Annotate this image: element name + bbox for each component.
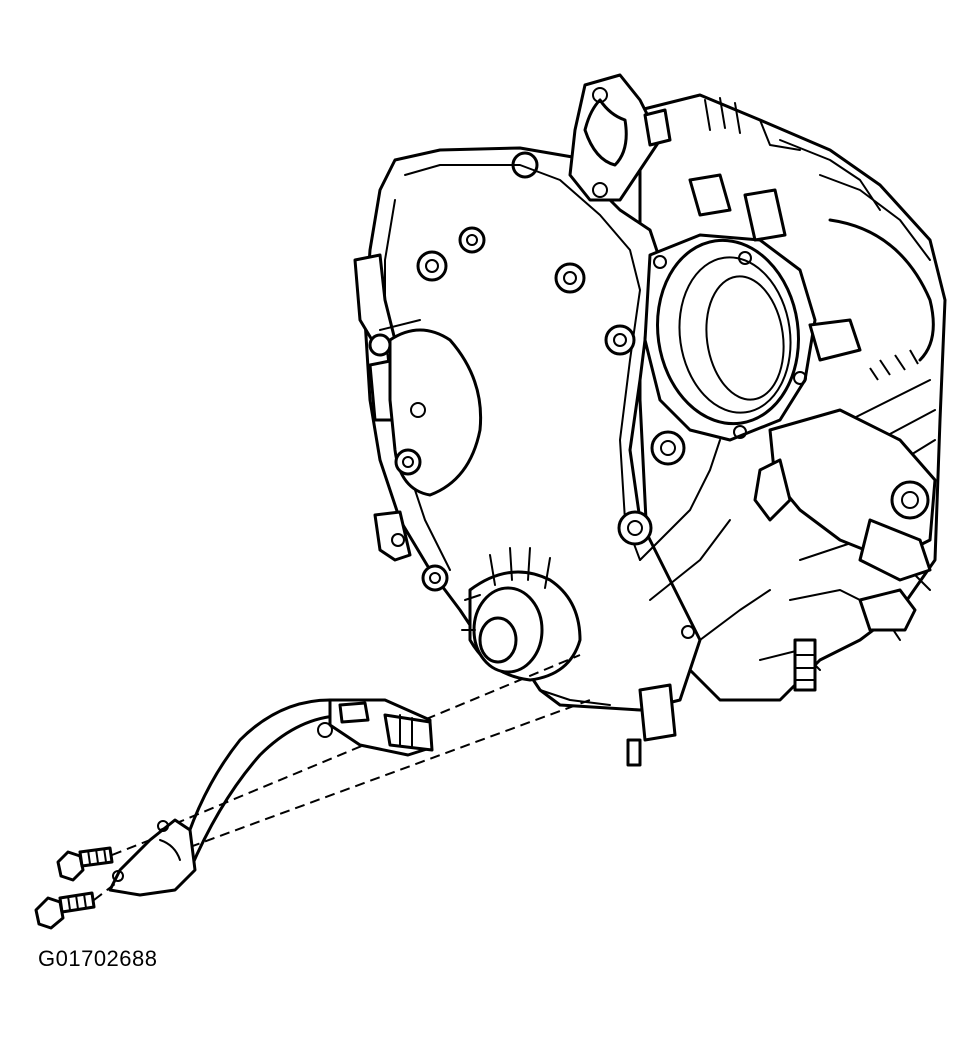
bolt xyxy=(368,333,392,357)
sensor-bolt-upper xyxy=(56,839,151,882)
bolt xyxy=(681,625,695,639)
figure-id-label: G01702688 xyxy=(38,946,158,971)
cover-ribs xyxy=(539,439,771,742)
crankshaft-seal xyxy=(461,547,582,682)
bolt xyxy=(394,448,422,476)
bolt xyxy=(650,430,686,466)
crankshaft-position-sensor xyxy=(317,698,434,757)
bolt xyxy=(416,250,448,282)
housing-bore xyxy=(643,233,817,442)
upper-brackets xyxy=(643,108,862,362)
ring-gear xyxy=(828,218,935,381)
bolt xyxy=(617,510,653,546)
bolt xyxy=(421,564,449,592)
timing-cover xyxy=(363,73,702,712)
sensor-alignment-lines xyxy=(159,654,591,859)
right-side-components xyxy=(626,408,937,767)
cover-bolts xyxy=(368,226,695,639)
bolt xyxy=(604,324,636,356)
bolt xyxy=(458,226,486,254)
harness-clip xyxy=(108,818,197,897)
sensor-bolt-lower xyxy=(34,879,121,930)
bolt xyxy=(554,262,586,294)
